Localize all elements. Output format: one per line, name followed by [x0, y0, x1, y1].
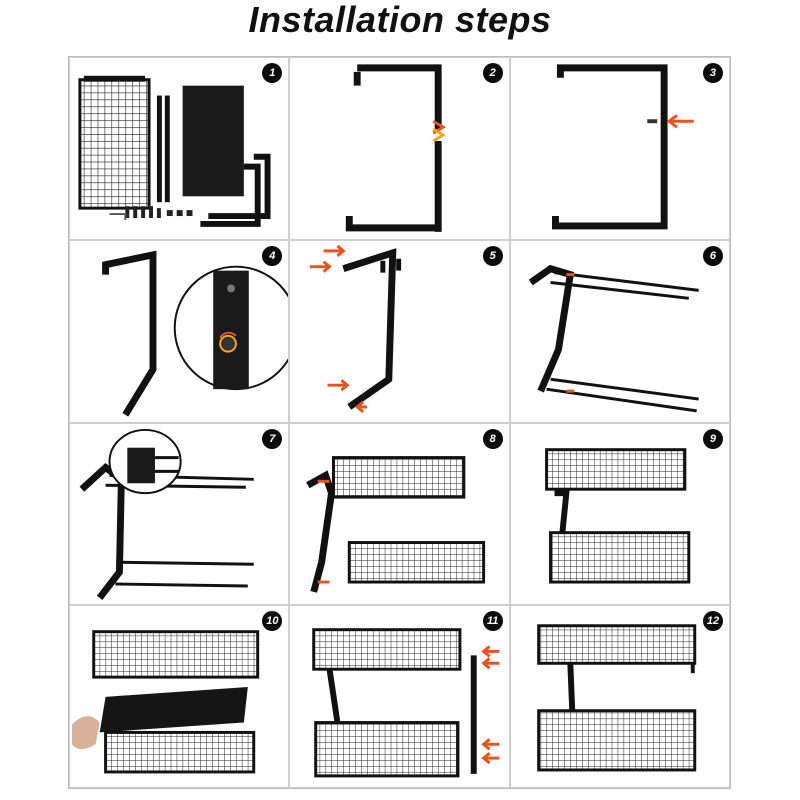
step-panel-11: 11 [289, 605, 510, 788]
step-number-badge: 12 [702, 611, 723, 632]
step-number-badge: 8 [482, 428, 503, 449]
step-panel-12: 12 [509, 605, 730, 788]
shelf-illustration [544, 447, 690, 584]
step-panel-3: 3 [509, 57, 730, 240]
step-panel-9: 9 [509, 422, 730, 606]
shelf-illustration [306, 455, 486, 593]
step-number-badge: 1 [262, 63, 283, 83]
frame-illustration [346, 64, 447, 232]
step-panel-1: 1 [69, 57, 290, 240]
step-number-badge: 9 [702, 428, 723, 449]
step-number-badge: 3 [702, 63, 723, 83]
step-number-badge: 2 [482, 63, 503, 83]
frame-illustration [102, 250, 289, 417]
step-panel-8: 8 [289, 422, 510, 606]
shelf-illustration [312, 628, 500, 778]
page-title: Installation steps [248, 0, 552, 40]
frame-illustration [528, 264, 699, 413]
step-panel-4: 4 [69, 239, 290, 423]
step-number-badge: 6 [702, 245, 723, 266]
steps-grid: 1 2 3 4 [68, 56, 731, 789]
step-panel-7: 7 [69, 422, 290, 606]
step-panel-5: 5 [289, 239, 510, 423]
frame-illustration [551, 64, 694, 230]
shelf-illustration [71, 630, 260, 774]
step-number-badge: 7 [262, 428, 283, 449]
step-panel-6: 6 [509, 239, 730, 423]
step-number-badge: 10 [262, 611, 283, 632]
step-number-badge: 5 [482, 245, 503, 266]
parts-illustration [78, 75, 271, 227]
frame-illustration [79, 428, 254, 600]
step-number-badge: 4 [262, 245, 283, 266]
step-panel-2: 2 [289, 57, 510, 240]
shelf-illustration [536, 624, 696, 772]
step-panel-10: 10 [69, 605, 290, 788]
step-number-badge: 11 [482, 611, 503, 632]
frame-illustration [310, 244, 402, 413]
